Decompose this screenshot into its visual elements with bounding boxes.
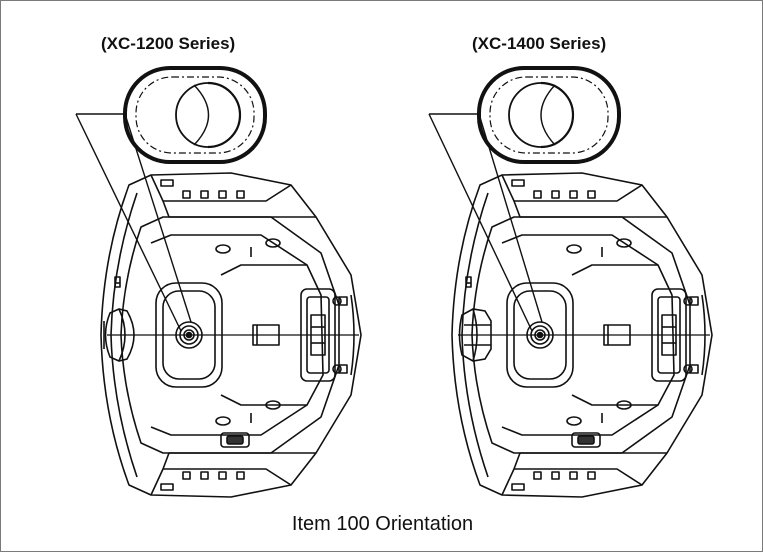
xc-1200-series-label: (XC-1200 Series) xyxy=(101,34,236,53)
xc-1400-series-label: (XC-1400 Series) xyxy=(472,34,607,53)
orientation-drawing xyxy=(75,66,713,498)
xc-1200-device-drawing xyxy=(75,66,362,498)
figure-caption: Item 100 Orientation xyxy=(291,513,474,535)
xc-1400-device-drawing xyxy=(428,66,713,498)
